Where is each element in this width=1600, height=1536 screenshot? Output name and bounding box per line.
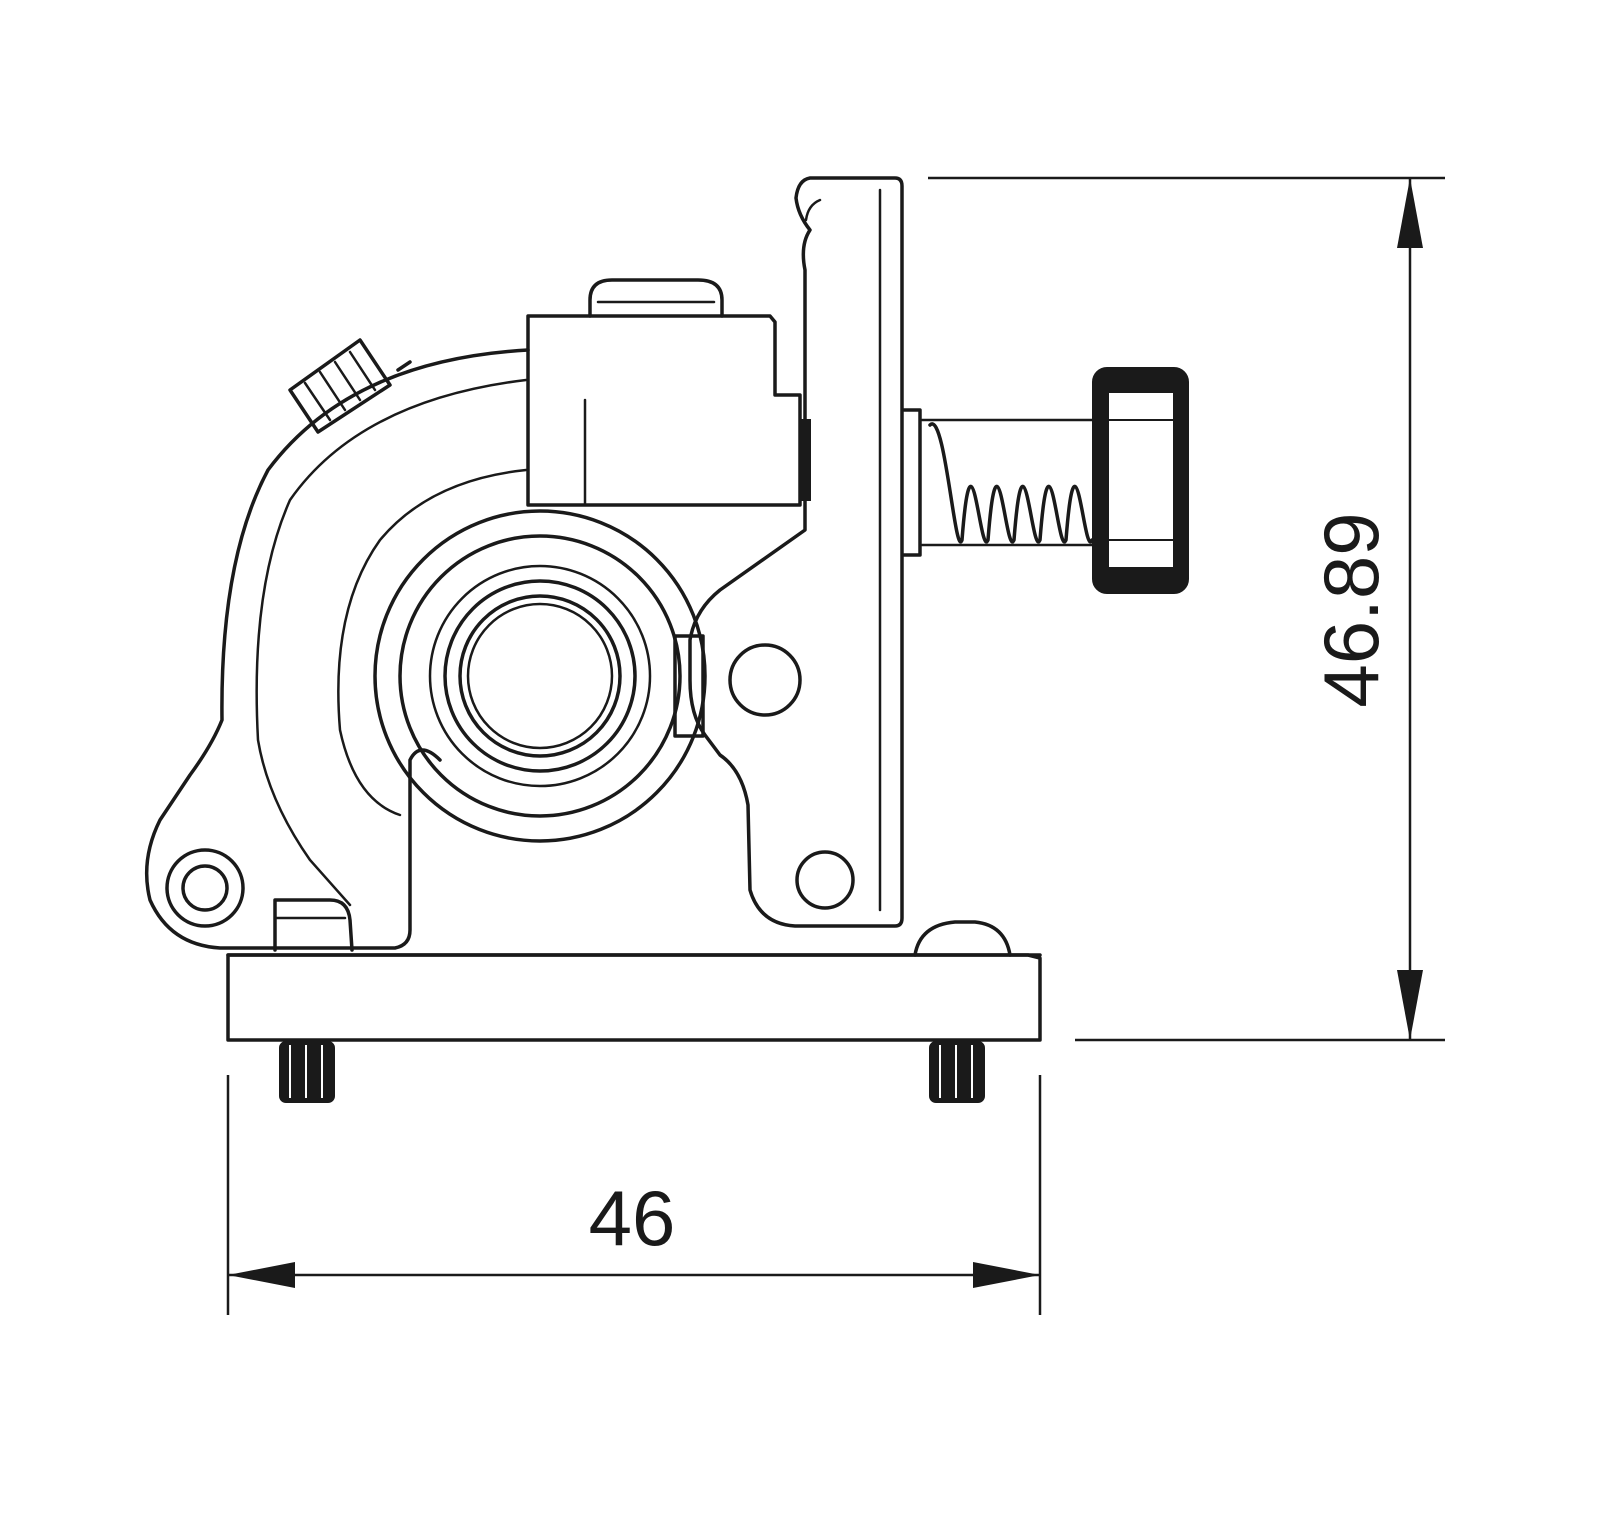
- mounting-screw-right: [929, 1041, 985, 1103]
- dimension-height-label: 46.89: [1307, 512, 1395, 707]
- lever-hole-upper: [728, 643, 802, 717]
- dimension-width-label: 46: [589, 1174, 676, 1262]
- extruder-body: [144, 348, 530, 950]
- base-plate: [226, 953, 1042, 1042]
- base-foot-right: [913, 920, 1012, 957]
- mounting-screw-left: [279, 1041, 335, 1103]
- drive-wheel: [373, 509, 707, 843]
- lever-hole-lower: [795, 850, 855, 910]
- dimension-height: 46.89: [928, 176, 1445, 1042]
- dimension-width: 46: [226, 1075, 1042, 1315]
- tension-spring: [902, 408, 1097, 557]
- drive-gear: [288, 338, 412, 434]
- idler-block: [526, 278, 811, 507]
- thumb-nut: [1092, 367, 1189, 594]
- pivot-boss: [165, 848, 354, 952]
- extruder-assembly: [144, 176, 1189, 1103]
